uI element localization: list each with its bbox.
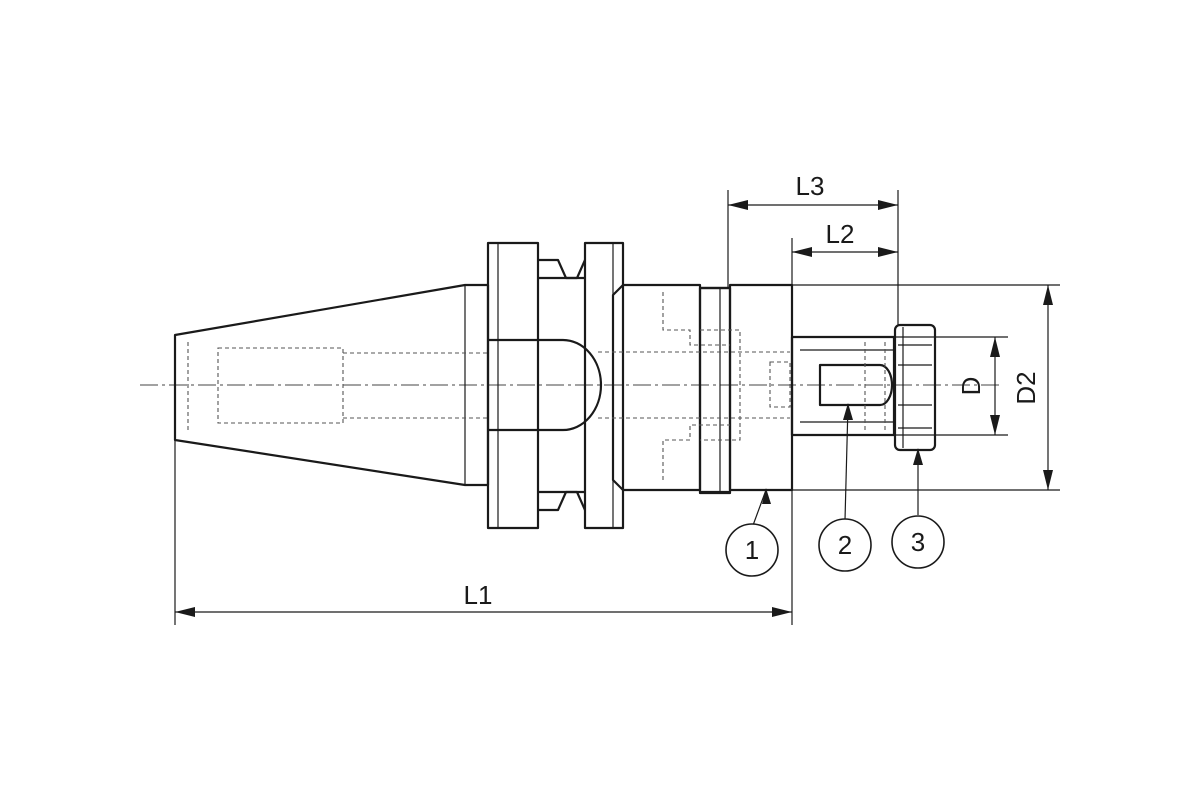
dimension-l3 — [727, 190, 899, 325]
callout-label-3: 3 — [911, 527, 925, 557]
dimension-label-l1: L1 — [464, 580, 493, 610]
cutter-spindle — [790, 335, 896, 437]
dimension-label-l3: L3 — [796, 171, 825, 201]
callout-leaders — [751, 403, 923, 529]
callout-label-2: 2 — [838, 530, 852, 560]
dimension-d2 — [792, 284, 1060, 491]
dimension-d — [894, 336, 1008, 436]
dimension-l1 — [174, 440, 793, 625]
callout-circle-1 — [725, 523, 779, 577]
callout-circle-2 — [818, 518, 872, 572]
dimension-label-l2: L2 — [826, 219, 855, 249]
flange — [486, 241, 625, 530]
holder-body — [598, 283, 794, 495]
callout-circle-3 — [891, 515, 945, 569]
dimension-label-d: D — [956, 377, 986, 396]
dimension-label-d2: D2 — [1011, 371, 1041, 404]
dimension-l2 — [791, 238, 898, 285]
callout-label-1: 1 — [745, 535, 759, 565]
clamping-nut — [893, 323, 937, 452]
